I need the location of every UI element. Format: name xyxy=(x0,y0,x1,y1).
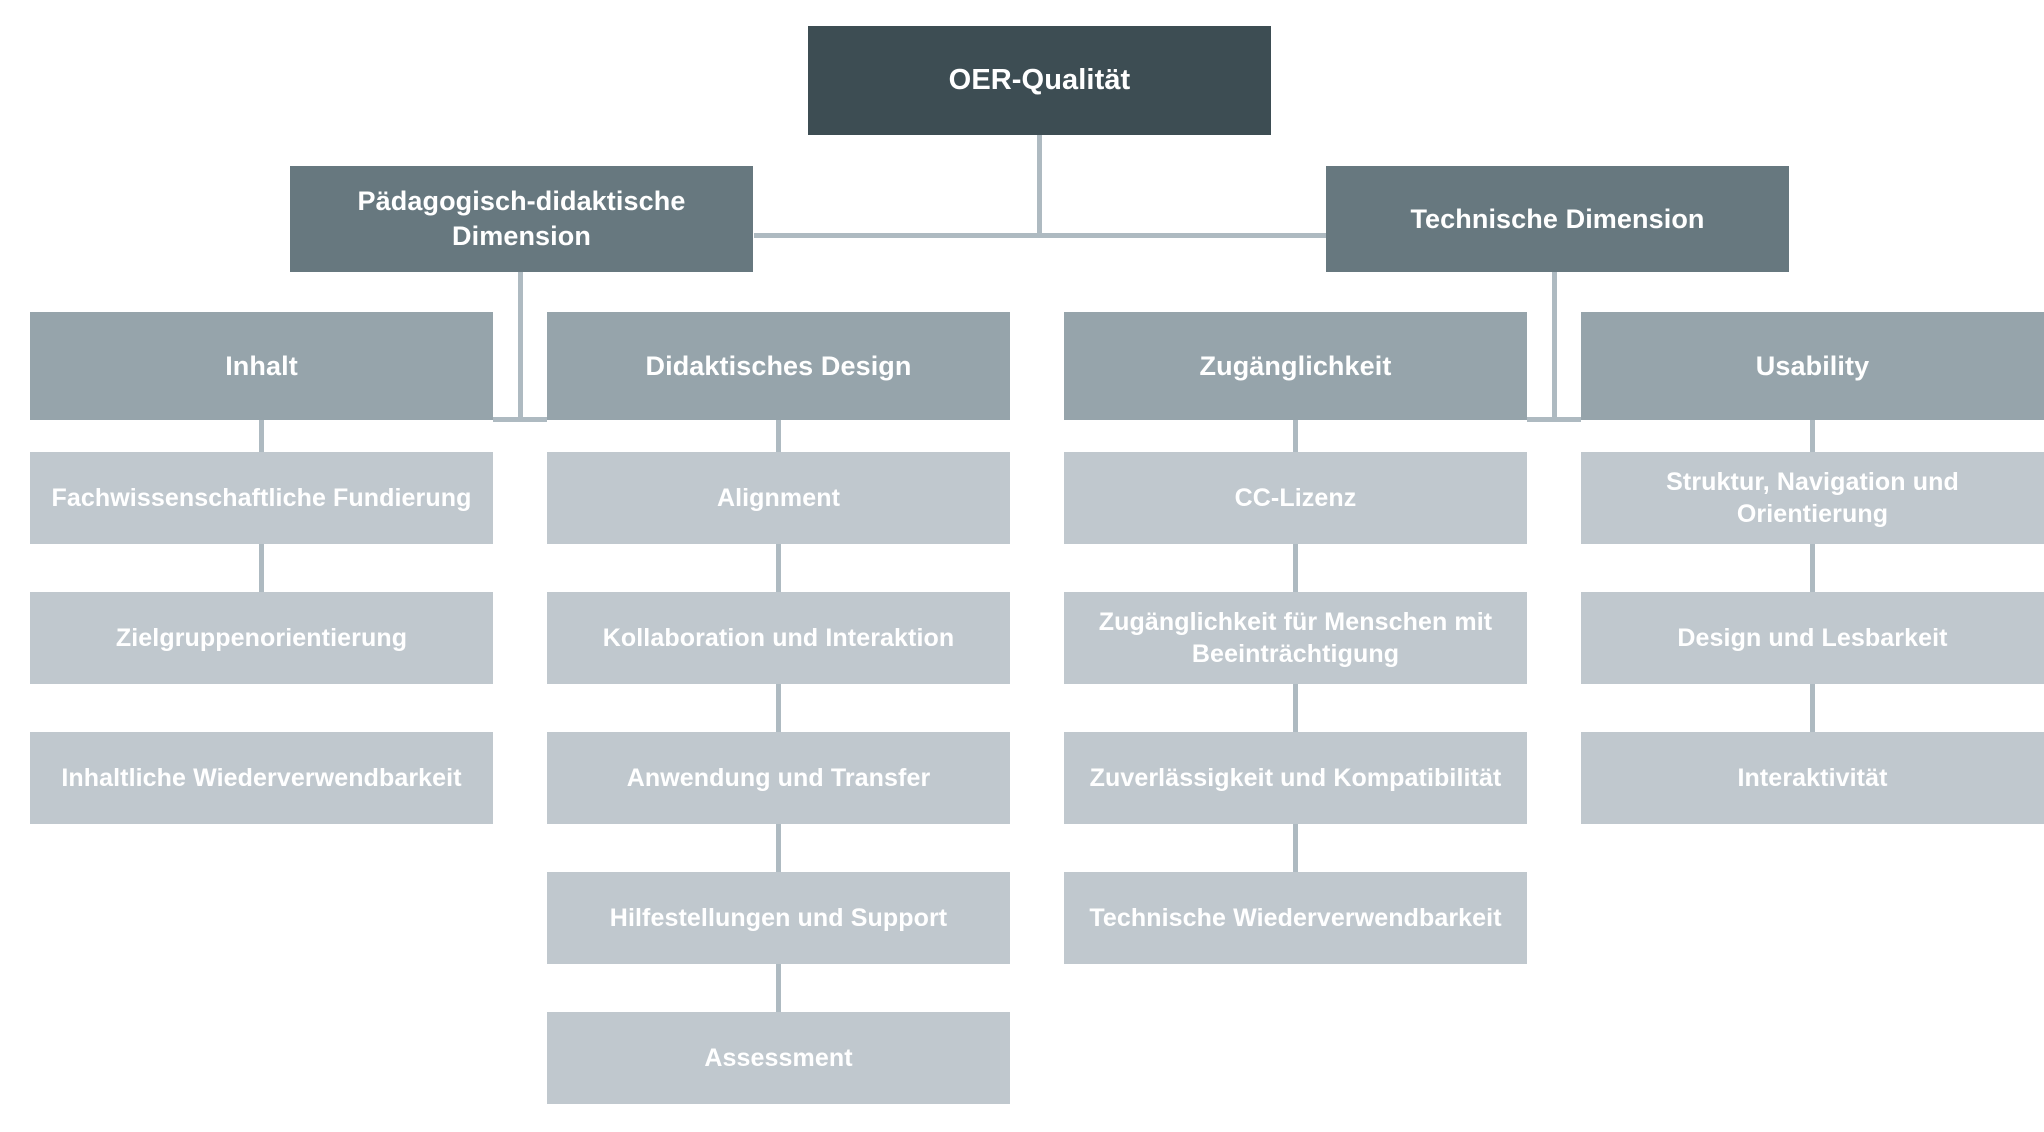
category-node-inhalt[interactable]: Inhalt xyxy=(30,312,493,420)
root-node-oer-qualitaet[interactable]: OER-Qualität xyxy=(808,26,1271,135)
criterion-node-cc-lizenz[interactable]: CC-Lizenz xyxy=(1064,452,1527,544)
connector-root-bus xyxy=(754,233,1326,238)
criterion-node-hilfestellungen-und-support[interactable]: Hilfestellungen und Support xyxy=(547,872,1010,964)
category-node-didaktisches-design[interactable]: Didaktisches Design xyxy=(547,312,1010,420)
criterion-node-design-und-lesbarkeit[interactable]: Design und Lesbarkeit xyxy=(1581,592,2044,684)
criterion-node-zielgruppenorientierung[interactable]: Zielgruppenorientierung xyxy=(30,592,493,684)
connector-dim-pedagogical-bus xyxy=(493,417,547,422)
criterion-node-assessment[interactable]: Assessment xyxy=(547,1012,1010,1104)
criterion-node-inhaltliche-wiederverwendbarkeit[interactable]: Inhaltliche Wiederverwendbarkeit xyxy=(30,732,493,824)
criterion-node-anwendung-und-transfer[interactable]: Anwendung und Transfer xyxy=(547,732,1010,824)
connector-dim-pedagogical-stem xyxy=(518,272,523,422)
category-node-usability[interactable]: Usability xyxy=(1581,312,2044,420)
criterion-node-zugaenglichkeit-fuer-menschen-mit-beeintraechtigung[interactable]: Zugänglichkeit für Menschen mit Beeinträ… xyxy=(1064,592,1527,684)
criterion-node-alignment[interactable]: Alignment xyxy=(547,452,1010,544)
criterion-node-fachwissenschaftliche-fundierung[interactable]: Fachwissenschaftliche Fundierung xyxy=(30,452,493,544)
connector-column-2-chain xyxy=(776,420,781,1040)
criterion-node-kollaboration-und-interaktion[interactable]: Kollaboration und Interaktion xyxy=(547,592,1010,684)
dimension-node-technische-dimension[interactable]: Technische Dimension xyxy=(1326,166,1789,272)
criterion-node-struktur-navigation-und-orientierung[interactable]: Struktur, Navigation und Orientierung xyxy=(1581,452,2044,544)
connector-root-stem xyxy=(1037,135,1042,235)
connector-dim-technical-bus xyxy=(1527,417,1581,422)
category-node-zugaenglichkeit[interactable]: Zugänglichkeit xyxy=(1064,312,1527,420)
criterion-node-interaktivitaet[interactable]: Interaktivität xyxy=(1581,732,2044,824)
connector-dim-technical-stem xyxy=(1552,272,1557,422)
criterion-node-zuverlaessigkeit-und-kompatibilitaet[interactable]: Zuverlässigkeit und Kompatibilität xyxy=(1064,732,1527,824)
criterion-node-technische-wiederverwendbarkeit[interactable]: Technische Wiederverwendbarkeit xyxy=(1064,872,1527,964)
connector-column-4-chain xyxy=(1810,420,1815,760)
dimension-node-paedagogisch-didaktische-dimension[interactable]: Pädagogisch-didaktische Dimension xyxy=(290,166,753,272)
